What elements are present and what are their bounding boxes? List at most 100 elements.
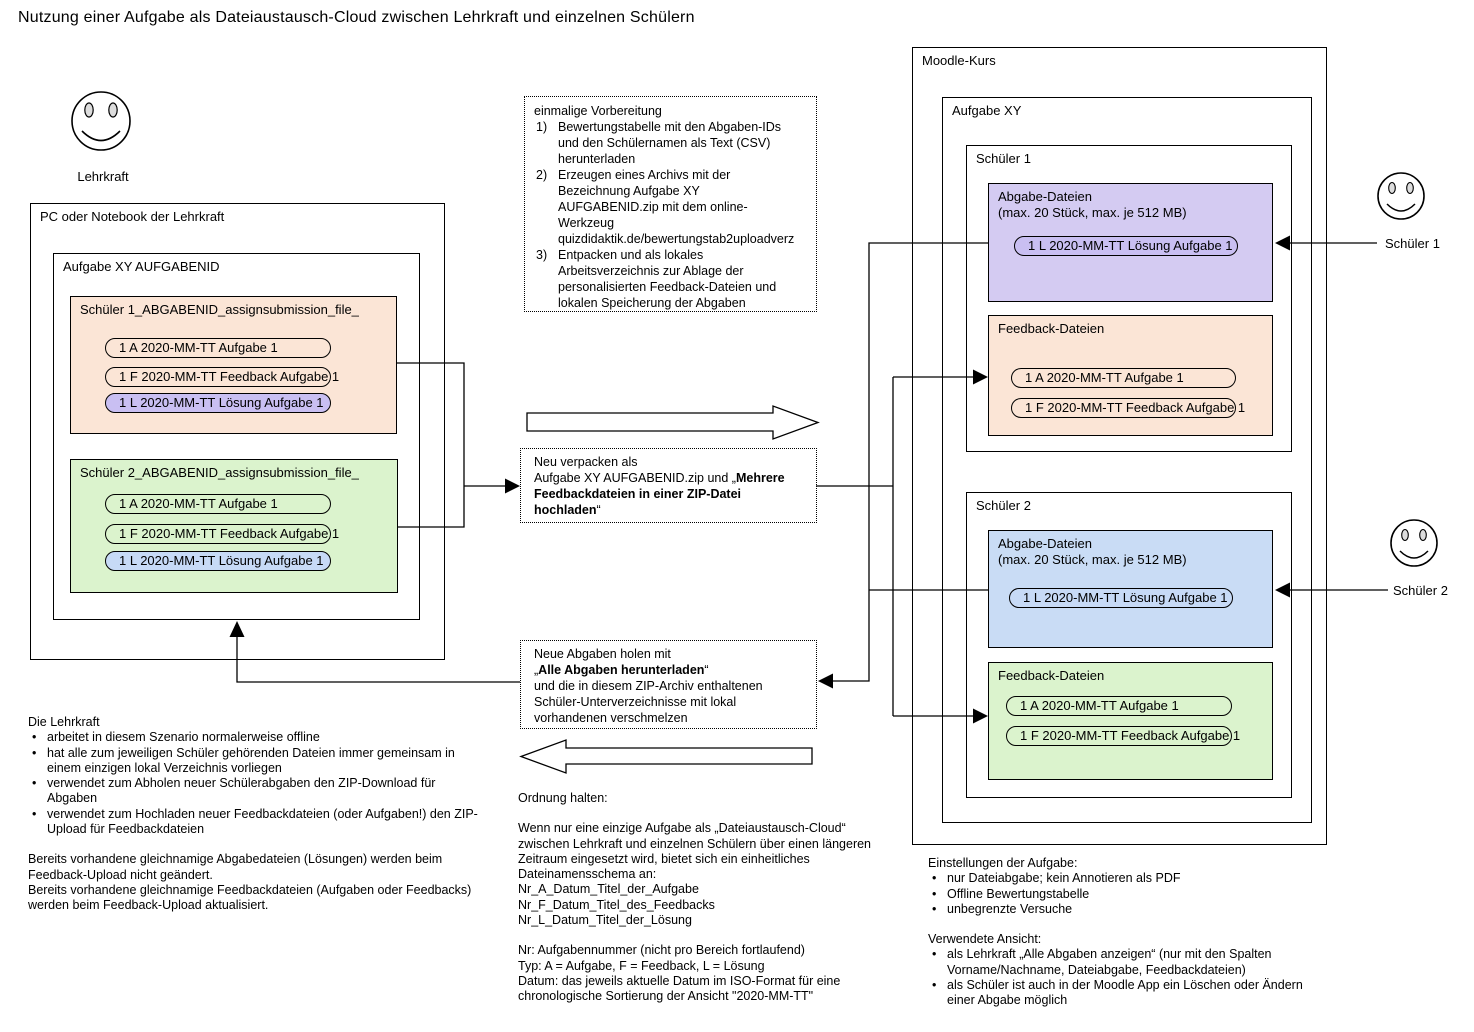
note-line: Feedbackdateien in einer ZIP-Datei xyxy=(534,487,742,501)
note-line: hochladen“ xyxy=(534,503,601,517)
einstellungen-bullet-list: nur Dateiabgabe; kein Annotieren als PDF… xyxy=(928,871,1324,917)
note-line: herunterladen xyxy=(558,152,636,166)
download-note: Neue Abgaben holen mit „Alle Abgaben her… xyxy=(520,640,817,729)
arrowhead-left-icon xyxy=(818,673,833,689)
bullet-item: verwendet zum Abholen neuer Schülerabgab… xyxy=(28,776,480,807)
note-line: und den Schülernamen als Text (CSV) xyxy=(558,136,771,150)
note-line: Bezeichnung Aufgabe XY xyxy=(558,184,700,198)
note-line: „Alle Abgaben herunterladen“ xyxy=(534,663,709,677)
schueler2-abgabe-box: Abgabe-Dateien (max. 20 Stück, max. je 5… xyxy=(988,530,1273,648)
lehrkraft-bullet-list: arbeitet in diesem Szenario normalerweis… xyxy=(28,730,480,837)
note-line: Bewertungstabelle mit den Abgaben-IDs xyxy=(558,120,782,134)
notes-paragraph: Bereits vorhandene gleichnamige Feedback… xyxy=(28,882,472,913)
note-line: personalisierten Feedback-Dateien und xyxy=(558,280,777,294)
vorbereitung-item: 1) Bewertungstabelle mit den Abgaben-IDs… xyxy=(534,119,808,167)
file-pill: 1 L 2020-MM-TT Lösung Aufgabe 1 xyxy=(105,551,331,571)
file-pill: 1 L 2020-MM-TT Lösung Aufgabe 1 xyxy=(105,393,331,413)
file-pill: 1 F 2020-MM-TT Feedback Aufgabe 1 xyxy=(1011,398,1245,418)
ansicht-bullet-list: als Lehrkraft „Alle Abgaben anzeigen“ (n… xyxy=(928,947,1324,1008)
notes-title: Die Lehrkraft xyxy=(28,715,100,729)
ordnung-notes: Ordnung halten: Wenn nur eine einzige Au… xyxy=(518,791,886,1005)
item-number: 1) xyxy=(536,120,548,134)
note-line: Erzeugen eines Archivs mit der xyxy=(558,168,731,182)
vorbereitung-item: 3) Entpacken und als lokales Arbeitsverz… xyxy=(534,247,808,311)
schueler1-feedback-box: Feedback-Dateien 1 A 2020-MM-TT Aufgabe … xyxy=(988,315,1273,436)
note-line: lokalen Speicherung der Abgaben xyxy=(558,296,746,310)
bullet-item: unbegrenzte Versuche xyxy=(928,902,1324,918)
schueler1-abgabe-box: Abgabe-Dateien (max. 20 Stück, max. je 5… xyxy=(988,183,1273,302)
bullet-item: hat alle zum jeweiligen Schüler gehörend… xyxy=(28,746,480,777)
local-schueler2-folder-label: Schüler 2_ABGABENID_assignsubmission_fil… xyxy=(80,465,359,480)
note-line: Schüler-Unterverzeichnisse mit lokal xyxy=(534,695,737,709)
note-line: Aufgabe XY AUFGABENID.zip und „Mehrere xyxy=(534,471,785,485)
notes-paragraph: Bereits vorhandene gleichnamige Abgabeda… xyxy=(28,852,443,882)
bullet-item: nur Dateiabgabe; kein Annotieren als PDF xyxy=(928,871,1324,887)
aufgabe-settings-notes: Einstellungen der Aufgabe: nur Dateiabga… xyxy=(928,856,1324,1009)
schueler2-smiley-icon xyxy=(1390,519,1438,567)
vorbereitung-item: 2) Erzeugen eines Archivs mit der Bezeic… xyxy=(534,167,808,247)
legend-line: Nr: Aufgabennummer (nicht pro Bereich fo… xyxy=(518,943,805,958)
upload-note: Neu verpacken als Aufgabe XY AUFGABENID.… xyxy=(520,448,817,523)
schueler2-actor-label: Schüler 2 xyxy=(1393,583,1448,598)
arrowhead-right-icon xyxy=(505,478,520,494)
notes-title: Ordnung halten: xyxy=(518,791,608,805)
local-aufgabe-label: Aufgabe XY AUFGABENID xyxy=(63,259,220,274)
schema-line: Nr_A_Datum_Titel_der_Aufgabe xyxy=(518,882,699,897)
moodle-schueler1-label: Schüler 1 xyxy=(976,151,1031,166)
note-line: Entpacken und als lokales xyxy=(558,248,704,262)
pc-box-label: PC oder Notebook der Lehrkraft xyxy=(40,209,225,224)
file-pill: 1 F 2020-MM-TT Feedback Aufgabe 1 xyxy=(1006,726,1240,746)
feedback-title: Feedback-Dateien xyxy=(998,321,1105,336)
item-number: 2) xyxy=(536,168,548,182)
schueler1-actor-label: Schüler 1 xyxy=(1385,236,1440,251)
note-line: vorhandenen verschmelzen xyxy=(534,711,688,725)
notes-title: Verwendete Ansicht: xyxy=(928,932,1042,947)
abgabe-title: Abgabe-Dateien xyxy=(998,536,1092,551)
bullet-item: Offline Bewertungstabelle xyxy=(928,887,1324,903)
local-schueler2-folder: Schüler 2_ABGABENID_assignsubmission_fil… xyxy=(70,459,398,593)
note-line: AUFGABENID.zip mit dem online- xyxy=(558,200,748,214)
abgabe-title: Abgabe-Dateien xyxy=(998,189,1092,204)
item-number: 3) xyxy=(536,248,548,262)
bullet-item: verwendet zum Hochladen neuer Feedbackda… xyxy=(28,807,480,838)
schema-line: Nr_L_Datum_Titel_der_Lösung xyxy=(518,913,692,928)
file-pill: 1 L 2020-MM-TT Lösung Aufgabe 1 xyxy=(1014,236,1238,256)
file-pill: 1 L 2020-MM-TT Lösung Aufgabe 1 xyxy=(1009,588,1233,608)
note-line: und die in diesem ZIP-Archiv enthaltenen xyxy=(534,679,763,693)
lehrkraft-smiley-icon xyxy=(71,91,131,151)
schueler1-smiley-icon xyxy=(1377,172,1425,220)
file-pill: 1 F 2020-MM-TT Feedback Aufgabe 1 xyxy=(105,524,339,544)
legend-line: Datum: das jeweils aktuelle Datum im ISO… xyxy=(518,973,841,1004)
bullet-item: als Schüler ist auch in der Moodle App e… xyxy=(928,978,1324,1009)
local-schueler1-folder-label: Schüler 1_ABGABENID_assignsubmission_fil… xyxy=(80,302,359,317)
page-title: Nutzung einer Aufgabe als Dateiaustausch… xyxy=(18,9,695,26)
note-line: Werkzeug xyxy=(558,216,615,230)
vorbereitung-note: einmalige Vorbereitung 1) Bewertungstabe… xyxy=(524,96,817,312)
local-schueler1-folder: Schüler 1_ABGABENID_assignsubmission_fil… xyxy=(70,296,397,434)
notes-paragraph: Wenn nur eine einzige Aufgabe als „Datei… xyxy=(518,821,872,882)
file-pill: 1 A 2020-MM-TT Aufgabe 1 xyxy=(1011,368,1236,388)
moodle-aufgabe-label: Aufgabe XY xyxy=(952,103,1022,118)
upload-flow-arrow-icon xyxy=(526,405,820,440)
notes-title: Einstellungen der Aufgabe: xyxy=(928,856,1078,870)
file-pill: 1 A 2020-MM-TT Aufgabe 1 xyxy=(105,494,331,514)
moodle-schueler2-label: Schüler 2 xyxy=(976,498,1031,513)
note-line: quizdidaktik.de/bewertungstab2uploadverz xyxy=(558,232,795,246)
schema-line: Nr_F_Datum_Titel_des_Feedbacks xyxy=(518,897,715,912)
abgabe-subtitle: (max. 20 Stück, max. je 512 MB) xyxy=(998,205,1187,220)
note-line: Neue Abgaben holen mit xyxy=(534,647,671,661)
vorbereitung-title: einmalige Vorbereitung xyxy=(534,104,662,118)
note-line: Neu verpacken als xyxy=(534,455,638,469)
abgabe-subtitle: (max. 20 Stück, max. je 512 MB) xyxy=(998,552,1187,567)
feedback-title: Feedback-Dateien xyxy=(998,668,1105,683)
file-pill: 1 F 2020-MM-TT Feedback Aufgabe 1 xyxy=(105,367,339,387)
bullet-item: als Lehrkraft „Alle Abgaben anzeigen“ (n… xyxy=(928,947,1324,978)
bullet-item: arbeitet in diesem Szenario normalerweis… xyxy=(28,730,480,746)
schueler2-feedback-box: Feedback-Dateien 1 A 2020-MM-TT Aufgabe … xyxy=(988,662,1273,780)
lehrkraft-notes: Die Lehrkraft arbeitet in diesem Szenari… xyxy=(28,715,480,914)
file-pill: 1 A 2020-MM-TT Aufgabe 1 xyxy=(1006,696,1232,716)
moodle-kurs-label: Moodle-Kurs xyxy=(922,53,996,68)
note-line: Arbeitsverzeichnis zur Ablage der xyxy=(558,264,744,278)
legend-line: Typ: A = Aufgabe, F = Feedback, L = Lösu… xyxy=(518,958,765,973)
